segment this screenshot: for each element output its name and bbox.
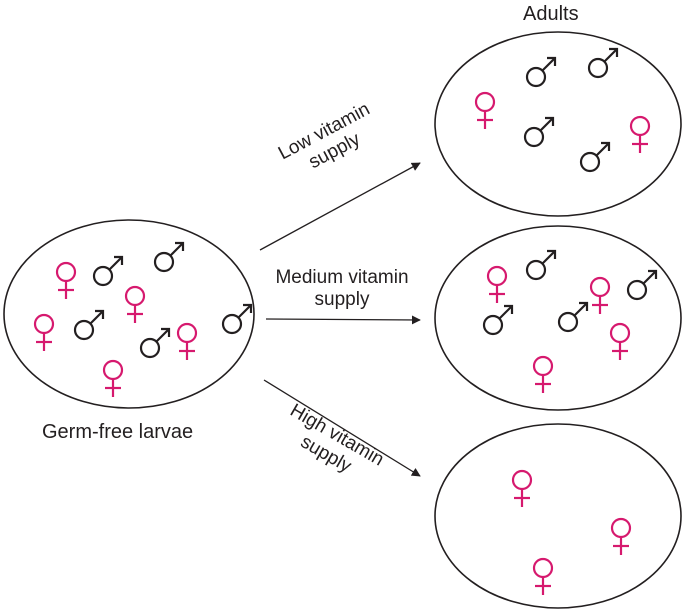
high-female-symbol-icon	[532, 557, 554, 595]
medium-male-symbol-icon	[557, 301, 589, 333]
adults-label: Adults	[523, 3, 579, 25]
low-adults-oval	[434, 31, 682, 217]
larvae-female-symbol-icon	[124, 285, 146, 323]
high-supply-arrow	[263, 379, 421, 477]
low-male-symbol-icon	[525, 56, 557, 88]
larvae-female-symbol-icon	[102, 359, 124, 397]
larvae-male-symbol-icon	[139, 327, 171, 359]
medium-supply-line1: Medium vitamin	[275, 267, 409, 288]
low-supply-arrow	[259, 162, 421, 251]
medium-adults-oval	[434, 225, 682, 411]
larvae-female-symbol-icon	[55, 261, 77, 299]
larvae-female-symbol-icon	[33, 313, 55, 351]
high-adults-oval	[434, 423, 682, 609]
medium-supply-label: Medium vitamin supply	[257, 268, 427, 309]
medium-supply-line2: supply	[314, 289, 370, 310]
medium-female-symbol-icon	[609, 322, 631, 360]
larvae-male-symbol-icon	[221, 303, 253, 335]
larvae-female-symbol-icon	[176, 322, 198, 360]
medium-male-symbol-icon	[482, 304, 514, 336]
larvae-male-symbol-icon	[92, 255, 124, 287]
low-male-symbol-icon	[579, 141, 611, 173]
low-female-symbol-icon	[629, 115, 651, 153]
high-female-symbol-icon	[610, 517, 632, 555]
medium-male-symbol-icon	[626, 269, 658, 301]
larvae-label: Germ-free larvae	[42, 421, 194, 443]
low-male-symbol-icon	[587, 47, 619, 79]
low-male-symbol-icon	[523, 116, 555, 148]
medium-female-symbol-icon	[532, 355, 554, 393]
low-female-symbol-icon	[474, 91, 496, 129]
medium-male-symbol-icon	[525, 249, 557, 281]
medium-supply-arrow	[265, 315, 421, 325]
medium-female-symbol-icon	[589, 276, 611, 314]
larvae-male-symbol-icon	[153, 241, 185, 273]
high-female-symbol-icon	[511, 469, 533, 507]
medium-female-symbol-icon	[486, 265, 508, 303]
larvae-oval	[3, 219, 255, 409]
larvae-male-symbol-icon	[73, 309, 105, 341]
